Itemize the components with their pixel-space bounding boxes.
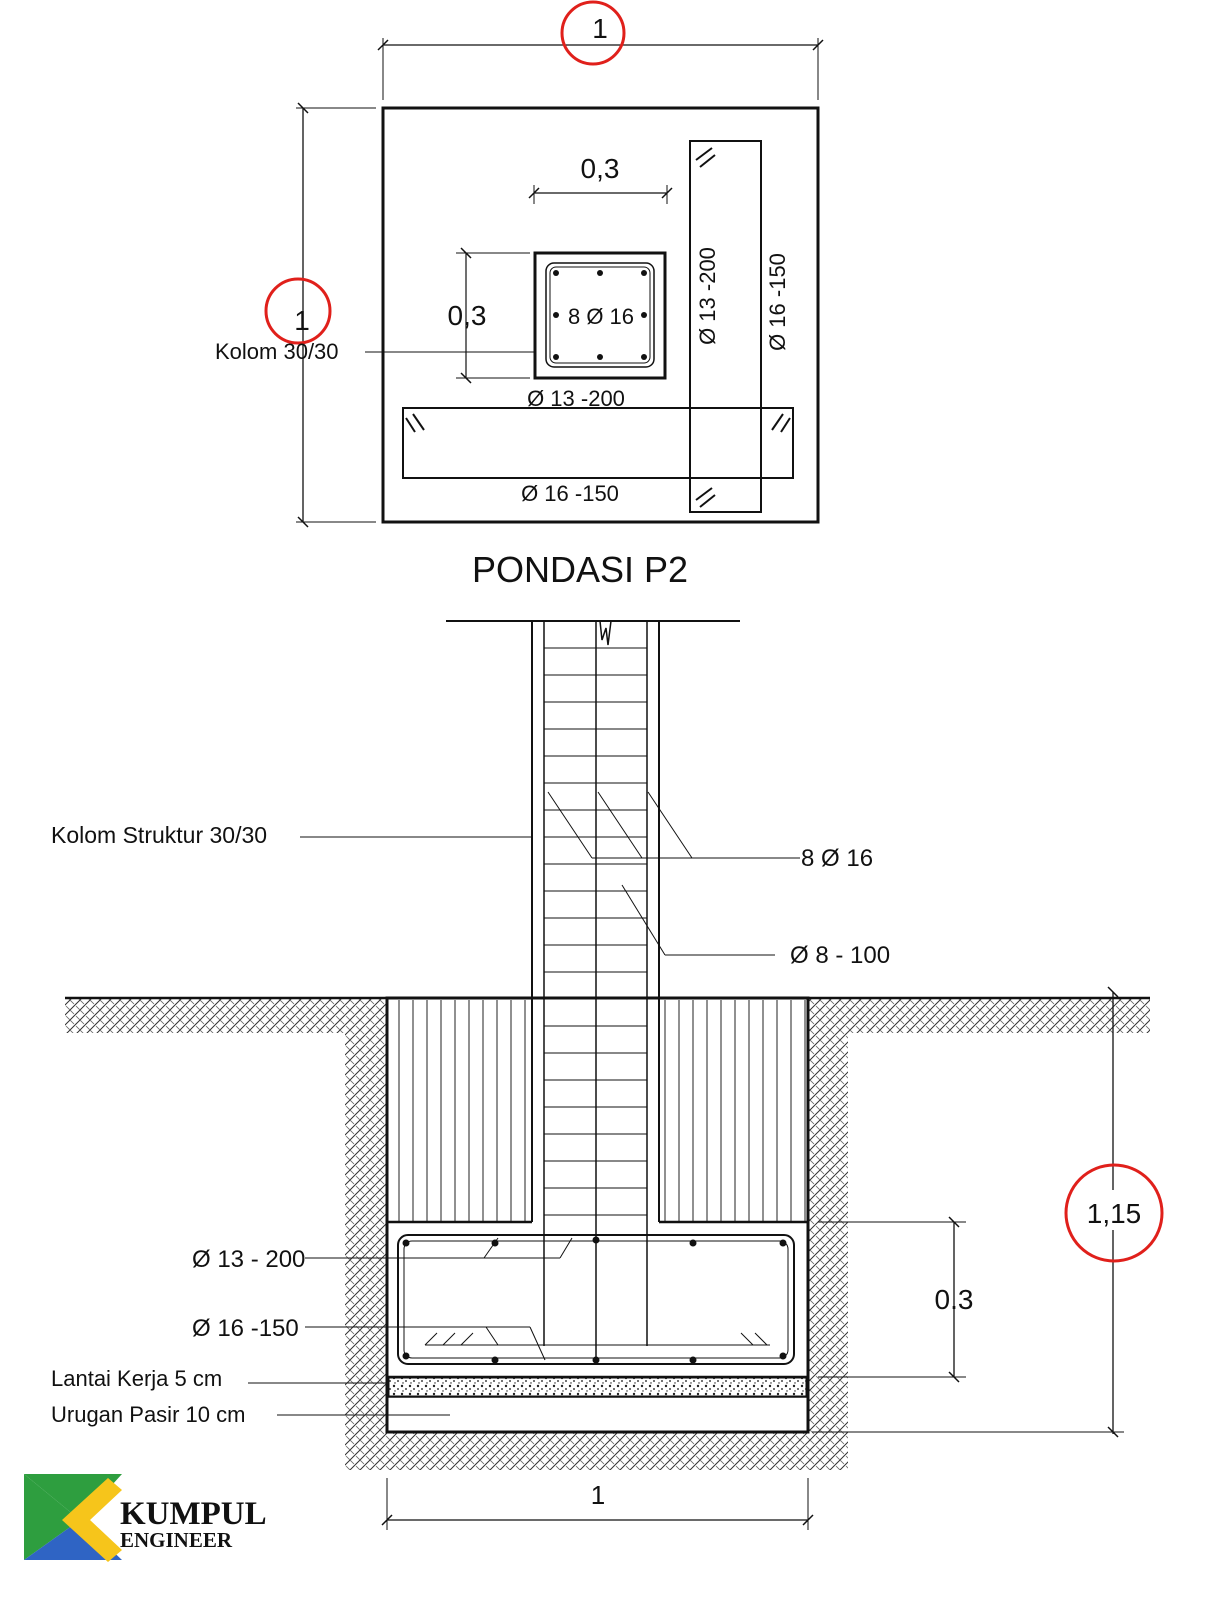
- column-width-label: 0,3: [581, 153, 620, 184]
- rebar-vertical: Ø 13 -200 Ø 16 -150: [689, 140, 790, 513]
- footing-thickness-label: 0.3: [935, 1284, 974, 1315]
- plan-width-label: 1: [592, 13, 608, 44]
- logo-line1: KUMPUL: [120, 1496, 267, 1532]
- section-view: Kolom Struktur 30/30 8 Ø 16 Ø 8 - 100 Ø …: [51, 620, 1164, 1530]
- plan-height-label: 1: [294, 305, 310, 336]
- rebar-v-left-label: Ø 13 -200: [695, 247, 720, 345]
- column-height-label: 0,3: [448, 300, 487, 331]
- soil-hatching: [65, 996, 1150, 1470]
- main-bars-label: 8 Ø 16: [801, 845, 873, 872]
- section-leaders: Kolom Struktur 30/30 8 Ø 16 Ø 8 - 100 Ø …: [51, 791, 890, 1427]
- plan-title: PONDASI P2: [472, 549, 688, 590]
- column-plan-label: Kolom 30/30: [215, 339, 339, 364]
- lean-concrete-label: Lantai Kerja 5 cm: [51, 1366, 222, 1391]
- column-plan: 8 Ø 16: [533, 251, 667, 380]
- column-stirrups: [544, 647, 647, 1216]
- plan-view: 1 1 0,3: [215, 0, 824, 590]
- rebar-horizontal: Ø 13 -200 Ø 16 -150: [402, 386, 794, 506]
- bottom-rebar-label: Ø 16 -150: [192, 1315, 299, 1342]
- depth-dimension: 1,15: [812, 986, 1164, 1438]
- logo-line2: ENGINEER: [120, 1528, 233, 1552]
- section-width-dimension: 1: [381, 1478, 814, 1530]
- highlight-circle-width: [560, 0, 626, 66]
- column-section: [446, 620, 740, 1362]
- kumpul-engineer-logo: KUMPUL ENGINEER: [24, 1474, 267, 1562]
- plan-width-dimension: 1: [377, 0, 824, 100]
- backfill-right: [659, 1000, 806, 1222]
- column-leader: Kolom 30/30: [215, 339, 534, 364]
- rebar-v-right-label: Ø 16 -150: [765, 253, 790, 351]
- footing-plan-outline: [381, 106, 820, 524]
- highlight-circle-depth: [1064, 1163, 1164, 1263]
- highlight-circle-height: [264, 277, 332, 345]
- backfill-left: [389, 1000, 532, 1222]
- lean-concrete-layer: [388, 1377, 807, 1397]
- footing-thickness-dimension: 0.3: [818, 1216, 974, 1383]
- sand-fill-label: Urugan Pasir 10 cm: [51, 1402, 245, 1427]
- column-height-dimension: 0,3: [448, 247, 530, 384]
- stirrups-label: Ø 8 - 100: [790, 942, 890, 969]
- plan-height-dimension: 1: [264, 102, 376, 528]
- column-width-dimension: 0,3: [528, 153, 673, 204]
- column-bars-label: 8 Ø 16: [568, 304, 634, 329]
- rebar-h-bottom-label: Ø 16 -150: [521, 481, 619, 506]
- section-width-label: 1: [591, 1480, 605, 1510]
- column-struktur-label: Kolom Struktur 30/30: [51, 822, 267, 848]
- depth-label: 1,15: [1087, 1198, 1142, 1229]
- top-rebar-label: Ø 13 - 200: [192, 1246, 305, 1273]
- rebar-h-top-label: Ø 13 -200: [527, 386, 625, 411]
